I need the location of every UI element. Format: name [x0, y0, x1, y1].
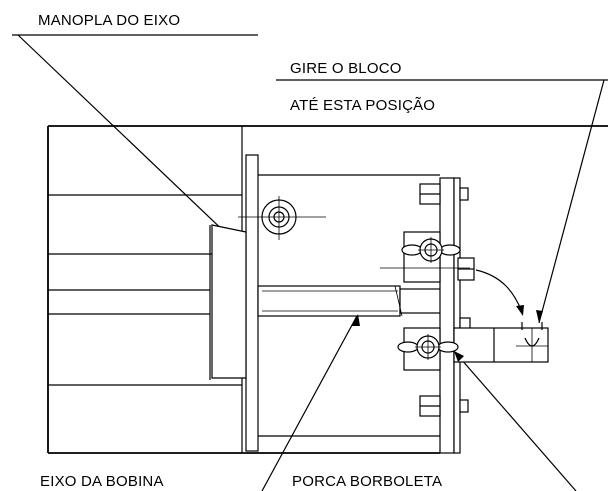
label-rotate-block: GIRE O BLOCO ATÉ ESTA POSIÇÃO — [276, 60, 608, 324]
leader-wing-nut — [453, 350, 577, 491]
leader-axle-handle — [17, 34, 253, 259]
wing-nut-upper — [401, 237, 461, 263]
leader-rotate-block — [538, 79, 605, 324]
rotation-arrow — [475, 269, 524, 316]
label-rotate-line1: GIRE O BLOCO — [290, 60, 402, 77]
label-axle-handle: MANOPLA DO EIXO — [12, 12, 258, 259]
axle-handle — [209, 224, 247, 380]
bracket-bolt-top — [419, 183, 469, 205]
label-wing-nut-text: PORCA BORBOLETA — [292, 473, 442, 490]
coil-axle — [257, 285, 445, 317]
label-coil-axle-text: EIXO DA BOBINA — [40, 473, 164, 490]
label-coil-axle: EIXO DA BOBINA — [40, 473, 164, 490]
label-axle-handle-text: MANOPLA DO EIXO — [38, 12, 180, 29]
center-bolt — [238, 196, 326, 240]
arrowhead-wing-nut — [454, 351, 464, 362]
label-wing-nut: PORCA BORBOLETA — [261, 313, 577, 491]
wing-nut-lower — [397, 334, 459, 360]
coil-housing — [47, 125, 608, 454]
leader-coil-axle — [261, 313, 359, 491]
arrowhead-coil-axle — [352, 314, 360, 326]
bracket-bolt-bottom — [419, 395, 469, 417]
label-rotate-line2: ATÉ ESTA POSIÇÃO — [290, 97, 435, 114]
vertical-bracket — [439, 177, 461, 454]
